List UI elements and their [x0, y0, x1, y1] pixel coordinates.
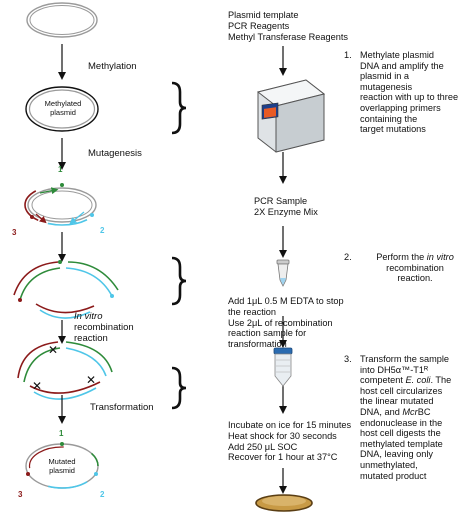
- svg-text:✕: ✕: [32, 379, 42, 393]
- amplified-fragments: [13, 260, 119, 319]
- step-1-line: containing the: [360, 113, 418, 124]
- pcr-sample: PCR Sample 2X Enzyme Mix: [254, 196, 318, 218]
- svg-text:✕: ✕: [86, 373, 96, 387]
- recombination-fragments: ✕ ✕ ✕: [17, 341, 113, 400]
- step-3-line: Transform the sample: [360, 354, 450, 364]
- step-2: 2. Perform the in vitro recombination re…: [344, 252, 472, 292]
- edta-line-5: transformation: [228, 339, 287, 350]
- label-in-vitro: In vitro: [74, 311, 103, 322]
- step-1-line: plasmid in a: [360, 71, 410, 82]
- svg-text:✕: ✕: [48, 343, 58, 357]
- reagent-pcr: PCR Reagents: [228, 20, 290, 31]
- incubate-line-3: Add 250 μL SOC: [228, 441, 298, 452]
- step-2-line-1: Perform the in vitro: [376, 252, 454, 262]
- step-3-line: DNA, leaving only: [360, 449, 434, 460]
- mutated-number-1: 1: [59, 429, 64, 438]
- label-recombination: recombination: [74, 321, 134, 333]
- step-3-line: host cell circularizes: [360, 385, 443, 396]
- step-2-line: reaction.: [397, 273, 433, 284]
- mutagenesis-plasmid: [24, 183, 100, 226]
- step-1-line: overlapping primers: [360, 102, 441, 113]
- step-2-line: recombination: [386, 262, 444, 273]
- label-reaction: reaction: [74, 332, 108, 344]
- label-transformation: Transformation: [90, 402, 154, 413]
- edta-line-2: the reaction: [228, 306, 277, 317]
- step-2-number: 2.: [344, 252, 352, 262]
- edta-line-4: reaction sample for: [228, 328, 307, 339]
- step-2-text: Perform the in vitro recombination react…: [360, 252, 470, 284]
- step-3-line: methylated template: [360, 438, 443, 449]
- enzyme-mix-label: 2X Enzyme Mix: [254, 206, 318, 217]
- label-mutated: Mutated: [48, 457, 76, 466]
- label-mutagenesis: Mutagenesis: [88, 148, 142, 159]
- step-3-line: the linear mutated: [360, 396, 434, 407]
- primer-number-2: 2: [100, 226, 105, 235]
- incubate-line-2: Heat shock for 30 seconds: [228, 430, 337, 441]
- step-3: 3. Transform the sample into DH5α™-T1ᴿ c…: [344, 354, 472, 489]
- primer-number-1: 1: [58, 165, 63, 174]
- primer-number-3: 3: [12, 228, 17, 237]
- step-3-line: into DH5α™-T1ᴿ: [360, 364, 429, 375]
- incubate-line-1: Incubate on ice for 15 minutes: [228, 420, 352, 430]
- step-1-text: Methylate plasmid DNA and amplify the pl…: [360, 50, 470, 135]
- mutated-number-3: 3: [18, 490, 23, 499]
- falcon-tube-icon: [273, 347, 293, 387]
- reagent-methyl-transferase: Methyl Transferase Reagents: [228, 31, 349, 42]
- step-1-line: Methylate plasmid: [360, 50, 435, 60]
- label-mutated-plasmid: Mutated plasmid: [43, 457, 81, 475]
- step-1-line: target mutations: [360, 124, 426, 135]
- brace-methylation: [171, 81, 187, 135]
- label-in-vitro-recombination: In vitro recombination reaction: [74, 311, 134, 344]
- step-3-line: endonuclease in the: [360, 417, 443, 428]
- incubate-instructions: Incubate on ice for 15 minutes Heat shoc…: [228, 420, 351, 463]
- step-3-line-mcrbc: DNA, and McrBC: [360, 406, 431, 417]
- brace-transformation: [171, 366, 187, 410]
- thermocycler-icon: [256, 79, 326, 153]
- pcr-tube-icon: [276, 259, 290, 287]
- mutated-plasmid: [25, 442, 99, 489]
- petri-dish-icon: [255, 494, 313, 512]
- reagents-top: Plasmid template PCR Reagents Methyl Tra…: [228, 10, 348, 42]
- label-plasmid: plasmid: [50, 107, 76, 117]
- brace-recombination: [171, 256, 187, 306]
- step-1-line: mutagenesis: [360, 81, 413, 92]
- edta-line-1: Add 1μL 0.5 M EDTA to stop: [228, 296, 344, 306]
- step-3-text: Transform the sample into DH5α™-T1ᴿ comp…: [360, 354, 470, 481]
- reagent-plasmid-template: Plasmid template: [228, 10, 299, 20]
- incubate-line-4: Recover for 1 hour at 37°C: [228, 452, 338, 463]
- step-1-number: 1.: [344, 50, 352, 60]
- step-1: 1. Methylate plasmid DNA and amplify the…: [344, 50, 472, 140]
- label-methylated: Methylated: [44, 99, 82, 108]
- step-3-line-ecoli: competent E. coli. The: [360, 375, 452, 386]
- step-3-line: unmethylated,: [360, 459, 418, 470]
- step-1-line: reaction with up to three: [360, 92, 459, 103]
- pcr-sample-label: PCR Sample: [254, 196, 308, 206]
- mutated-number-2: 2: [100, 490, 105, 499]
- step-1-line: DNA and amplify the: [360, 60, 444, 71]
- edta-instructions: Add 1μL 0.5 M EDTA to stop the reaction …: [228, 296, 344, 350]
- label-methylated-plasmid: Methylated plasmid: [44, 99, 82, 117]
- template-plasmid: [26, 2, 98, 38]
- step-3-number: 3.: [344, 354, 352, 364]
- label-plasmid-2: plasmid: [49, 465, 75, 475]
- methylated-plasmid: [25, 86, 99, 132]
- step-3-line: host cell digests the: [360, 428, 441, 439]
- edta-line-3: Use 2μL of recombination: [228, 317, 333, 328]
- step-3-line: mutated product: [360, 470, 427, 481]
- label-methylation: Methylation: [88, 61, 137, 72]
